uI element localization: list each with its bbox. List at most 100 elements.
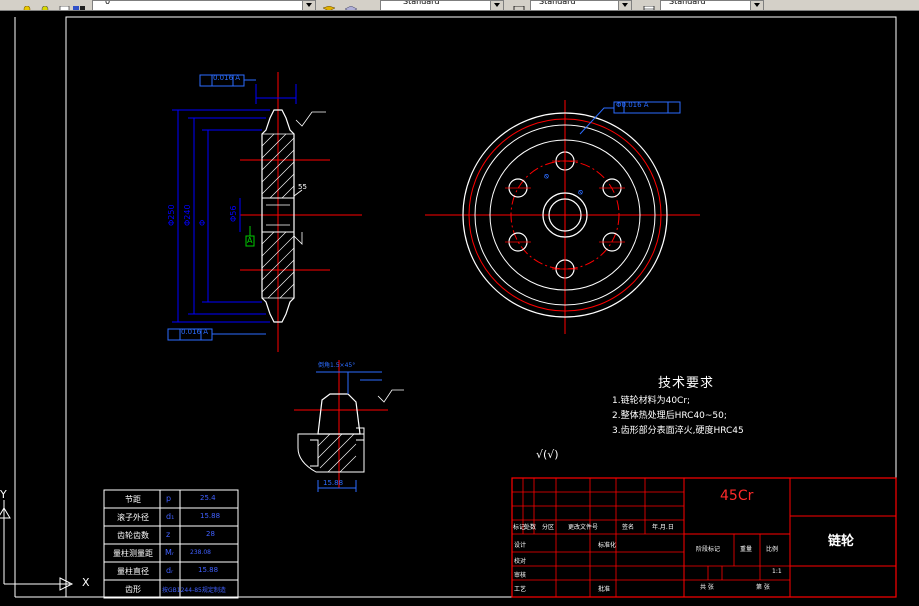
sheet-number-label: 第 张 — [756, 584, 770, 591]
lock-icon[interactable] — [40, 0, 54, 10]
parameter-table — [103, 489, 239, 599]
table-row: 齿形 按GB1244-85规定制造 — [104, 580, 238, 598]
hub-depth-label: 55 — [298, 183, 307, 191]
layer-states-icon[interactable] — [344, 0, 358, 10]
outer-circle — [462, 112, 668, 318]
tolerance-frame-circle — [613, 101, 681, 114]
detail-width-label: 15.88 — [323, 479, 344, 487]
roughness-mark — [377, 389, 404, 403]
param-value: 28 — [206, 530, 215, 538]
hole-centerlines — [505, 148, 625, 282]
ucs-x-label: X — [82, 576, 90, 589]
chevron-down-icon[interactable] — [490, 1, 503, 10]
approve-label: 批准 — [598, 586, 611, 593]
dim-style-value: Standard — [539, 0, 576, 6]
dimension-text: Φ250 Φ240 Φ Φ56 — [167, 204, 238, 226]
svg-text:Φ56: Φ56 — [229, 206, 238, 222]
svg-text:Φ250: Φ250 — [167, 204, 176, 226]
chevron-down-icon[interactable] — [302, 1, 315, 10]
param-name: 节距 — [125, 495, 141, 504]
ucs-icon — [0, 500, 74, 591]
param-symbol: d₁ — [166, 512, 175, 521]
datum-label: A — [247, 236, 253, 245]
param-name: 齿轮齿数 — [117, 531, 149, 540]
weight-label: 重量 — [740, 546, 753, 553]
standardization-label: 标准化 — [598, 542, 617, 549]
sprocket-side-view[interactable]: Φ250 Φ240 Φ Φ56 — [167, 72, 362, 352]
dimension-style-icon[interactable] — [512, 0, 526, 10]
param-symbol: Mᵣ — [165, 548, 174, 557]
material-label: 45Cr — [720, 488, 754, 504]
svg-text:Φ240: Φ240 — [183, 204, 192, 226]
tech-requirements: 技术要求 1.链轮材料为40Cr; 2.整体热处理后HRC40~50; 3.齿形… — [612, 372, 744, 436]
param-name: 滚子外径 — [117, 513, 149, 522]
svg-text:Φ: Φ — [542, 172, 552, 182]
layer-toolbar-icons — [0, 0, 120, 10]
header-label: 分区 — [542, 524, 555, 531]
tech-requirements-title: 技术要求 — [658, 376, 715, 391]
row-label: 校对 — [514, 558, 527, 565]
table-row: 节距 p 25.4 — [104, 490, 238, 508]
param-symbol: p — [166, 494, 172, 503]
layer-dropdown[interactable]: 0 — [92, 0, 316, 10]
root-circle — [474, 124, 656, 306]
param-value: 238.08 — [190, 549, 211, 556]
param-name: 量柱直径 — [117, 567, 149, 576]
row-label: 设计 — [514, 542, 527, 549]
table-style-icon[interactable] — [642, 0, 656, 10]
row-label: 工艺 — [514, 586, 527, 593]
bore-circle-inner — [548, 198, 582, 232]
header-label: 处数 — [524, 524, 537, 531]
param-symbol: dᵣ — [166, 566, 174, 575]
param-value: 按GB1244-85规定制造 — [162, 587, 226, 594]
tooth-detail-view[interactable] — [294, 360, 404, 492]
layer-value: 0 — [105, 0, 111, 6]
param-value: 15.88 — [198, 566, 219, 574]
chevron-down-icon[interactable] — [618, 1, 631, 10]
sun-icon[interactable] — [20, 0, 34, 10]
header-label: 标记 — [513, 524, 526, 531]
scale-label: 1:1 — [772, 568, 782, 575]
drawing-canvas[interactable]: Φ250 Φ240 Φ Φ56 — [0, 10, 919, 602]
pitch-circle — [468, 118, 662, 312]
text-style-value: Standard — [403, 0, 440, 6]
header-label: 年.月.日 — [652, 524, 674, 531]
title-block — [511, 477, 897, 598]
dimension-lines — [172, 84, 297, 323]
drawing-svg: Φ250 Φ240 Φ Φ56 — [0, 16, 897, 599]
table-row: 量柱直径 dᵣ 15.88 — [104, 562, 238, 580]
param-name: 量柱测量距 — [113, 549, 153, 558]
tolerance-frame-top — [199, 74, 256, 87]
stage-mark-label: 阶段标记 — [696, 546, 721, 553]
table-style-dropdown[interactable]: Standard — [660, 0, 764, 10]
tech-requirement-item: 1.链轮材料为40Cr; — [612, 396, 691, 406]
ucs-y-label: Y — [0, 488, 7, 501]
chevron-down-icon[interactable] — [750, 1, 763, 10]
drawing-frame — [65, 16, 897, 598]
tech-requirement-item: 3.齿形部分表面淬火,硬度HRC45 — [612, 426, 744, 436]
tolerance-bottom-text: 0.016 A — [181, 328, 209, 336]
row-label: 审核 — [514, 572, 527, 579]
dim-style-dropdown[interactable]: Standard — [530, 0, 632, 10]
param-value: 15.88 — [200, 512, 221, 520]
color-swatch-icon[interactable] — [72, 0, 86, 10]
layer-previous-icon[interactable] — [322, 0, 336, 10]
svg-text:Φ: Φ — [198, 220, 207, 226]
param-value: 25.4 — [200, 494, 216, 502]
text-style-dropdown[interactable]: Standard — [380, 0, 504, 10]
header-label: 签名 — [622, 524, 635, 531]
table-style-value: Standard — [669, 0, 706, 6]
detail-angle-label: 倒角1.5×45° — [318, 362, 356, 369]
sprocket-front-view[interactable]: Φ Φ — [425, 100, 700, 334]
roughness-mark — [293, 232, 303, 245]
header-label: 更改文件号 — [568, 524, 599, 531]
title-block-header-labels: 标记 处数 分区 更改文件号 签名 年.月.日 — [512, 522, 684, 534]
tolerance-circle-text: Φ0.016 A — [616, 101, 649, 109]
toolbar: 0 Standard Standard Standard — [0, 0, 919, 11]
bore-circle-outer — [542, 192, 588, 238]
svg-text:Φ: Φ — [576, 188, 586, 198]
layer-icon[interactable] — [58, 0, 72, 10]
table-row: 滚子外径 d₁ 15.88 — [104, 508, 238, 526]
table-row: 量柱测量距 Mᵣ 238.08 — [104, 544, 238, 562]
tolerance-top-text: 0.016 A — [213, 74, 241, 82]
